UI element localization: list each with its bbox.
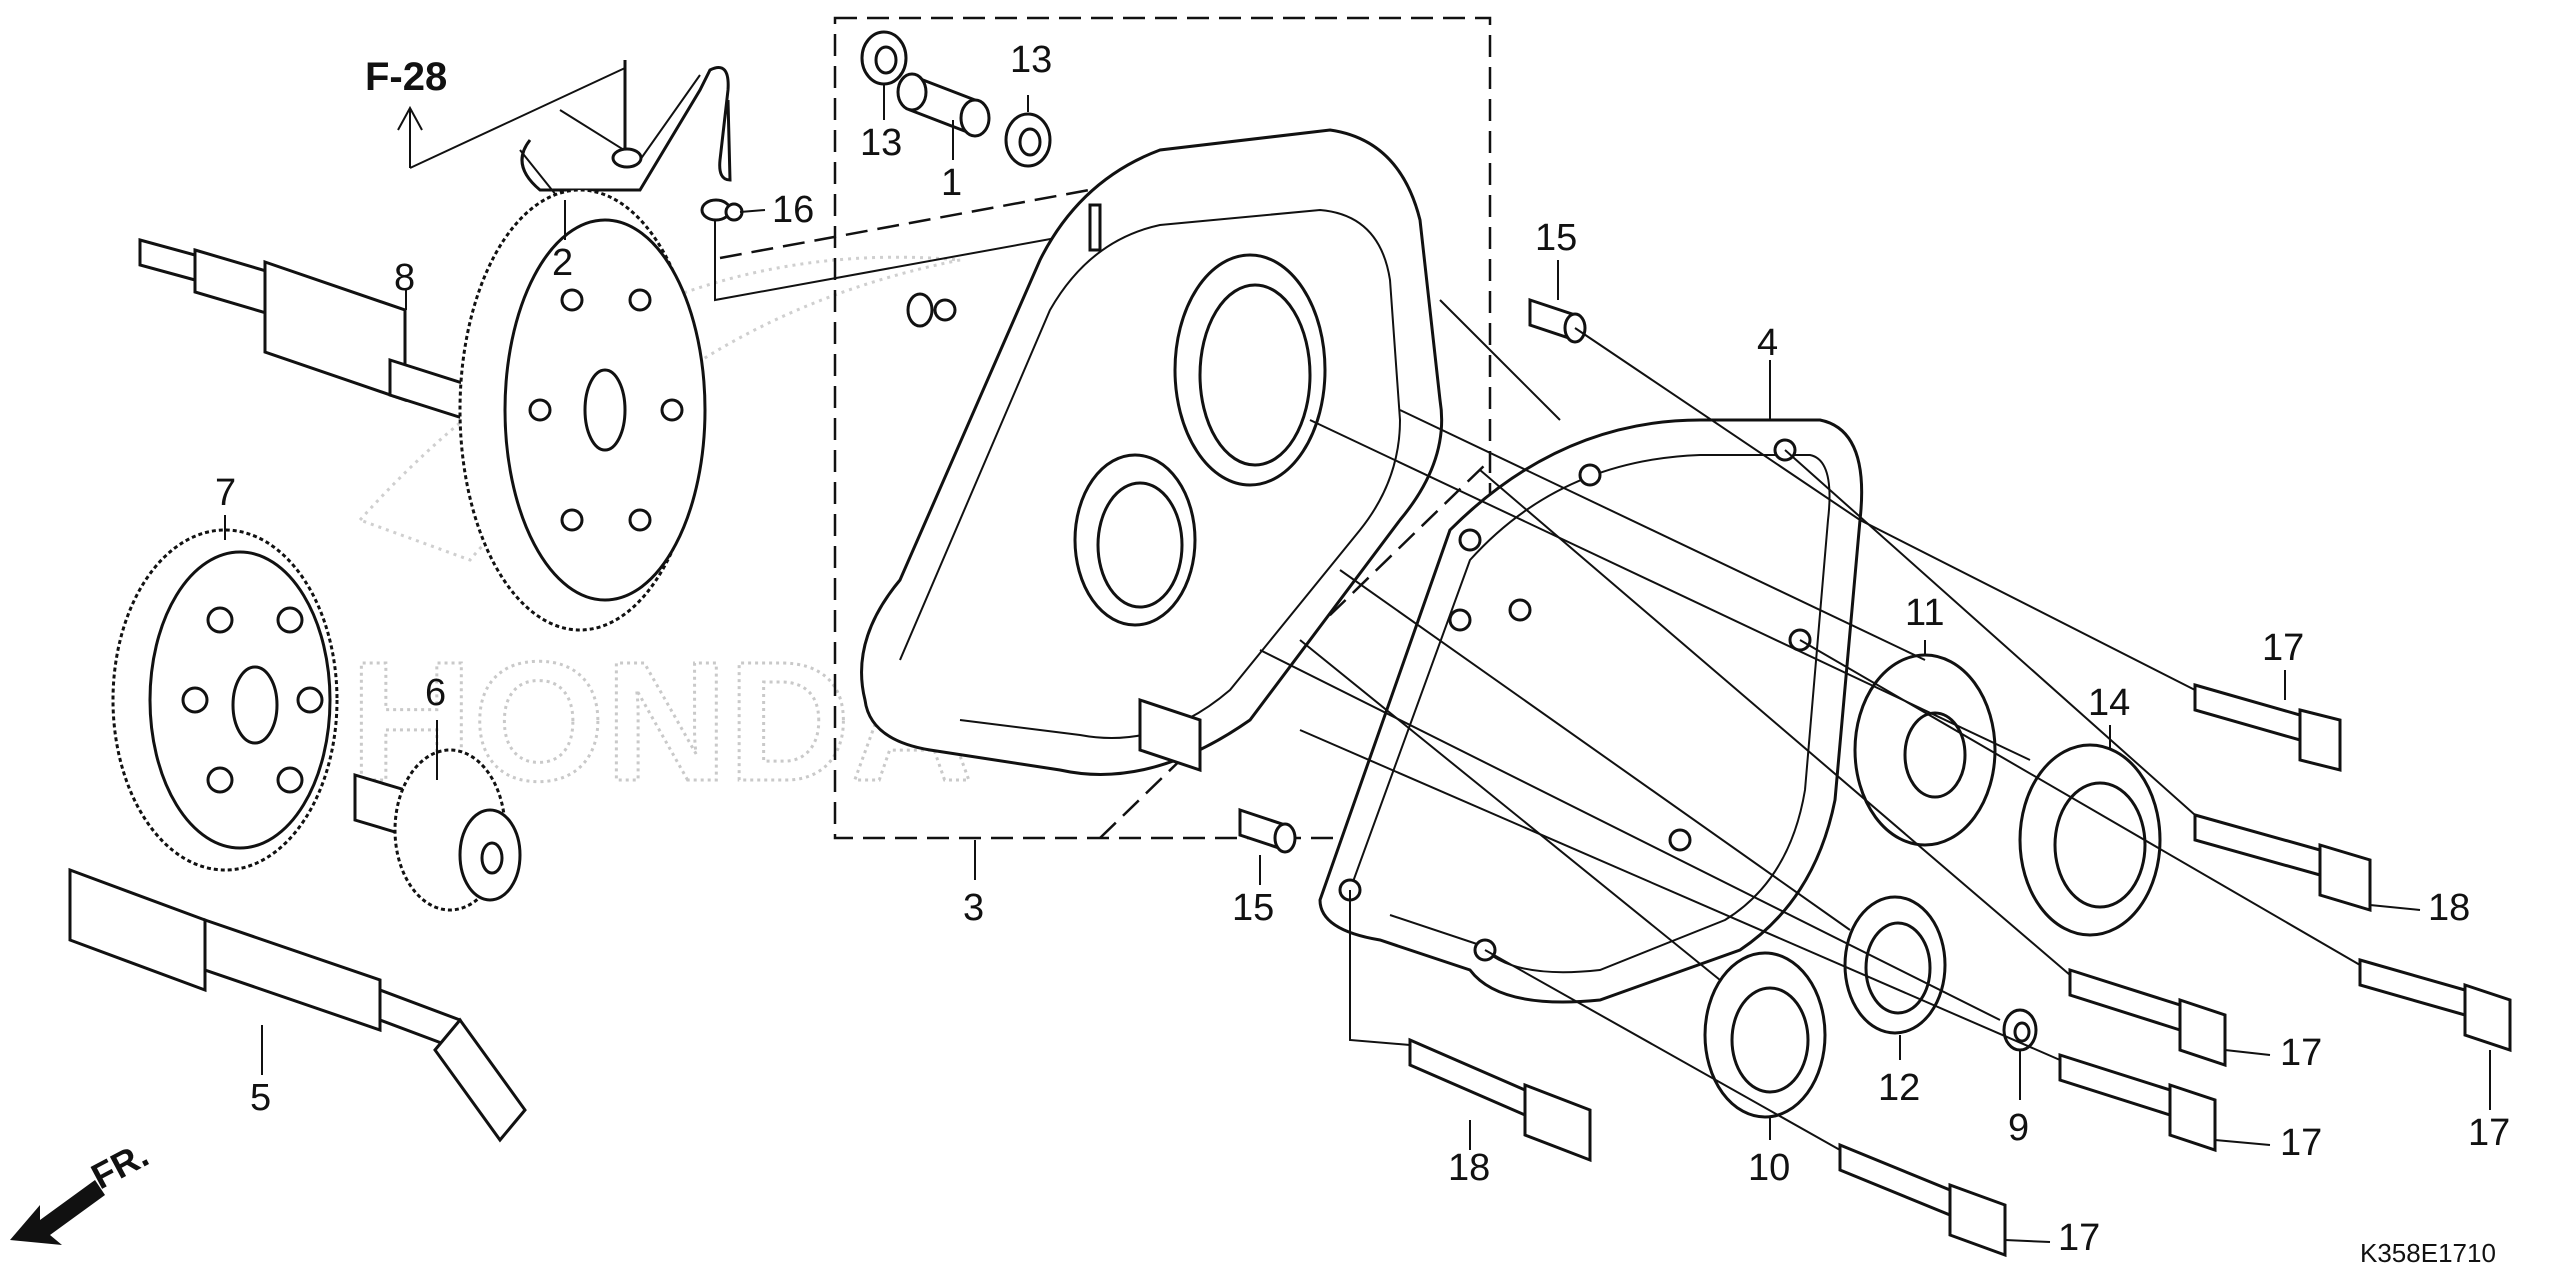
alignment-lines [1259, 299, 2361, 1151]
bolt-17-far-right [2358, 958, 2512, 1053]
front-direction-arrow: FR. [10, 1134, 155, 1245]
dowel-15-top [1528, 297, 1587, 344]
label-part-13-left: 13 [860, 122, 902, 164]
label-part-5: 5 [250, 1077, 271, 1119]
label-part-17-top: 17 [2262, 627, 2304, 669]
seal-13-right [1004, 112, 1052, 168]
label-part-1: 1 [941, 162, 962, 204]
label-part-12: 12 [1878, 1067, 1920, 1109]
label-part-3: 3 [963, 887, 984, 929]
bolt-18-bottom [1408, 1037, 1592, 1163]
bearing-12 [1843, 895, 1947, 1035]
diagram-code: K358E1710 [2360, 1238, 2496, 1268]
bearing-10 [1703, 951, 1827, 1119]
label-part-11: 11 [1905, 592, 1944, 634]
label-part-18-right: 18 [2428, 887, 2470, 929]
label-part-15-top: 15 [1535, 217, 1577, 259]
label-part-8: 8 [394, 257, 415, 299]
bolt-17-mid [2068, 967, 2227, 1068]
gear-6 [353, 748, 522, 912]
breather-lead [714, 220, 1101, 302]
label-part-4: 4 [1757, 322, 1778, 364]
label-part-2: 2 [552, 242, 573, 284]
breather-tube [519, 60, 732, 201]
oil-seal-14 [2018, 743, 2162, 937]
ref-f28: F-28 [365, 55, 447, 99]
drive-shaft-5 [68, 867, 527, 1143]
label-part-18-bottom: 18 [1448, 1147, 1490, 1189]
case-to-breather-dash [719, 186, 1101, 260]
label-part-15-bottom: 15 [1232, 887, 1274, 929]
gear-7 [111, 528, 339, 872]
bolt-17-top [2193, 683, 2342, 772]
label-part-13-right: 13 [1010, 39, 1052, 81]
label-part-16: 16 [772, 189, 814, 231]
seal-13-left [860, 30, 908, 86]
ref-arrow [397, 67, 626, 169]
label-part-10: 10 [1748, 1147, 1790, 1189]
bolt-18-right [2193, 813, 2372, 913]
bearing-11 [1853, 653, 1997, 847]
dowel-15-bottom [1238, 807, 1297, 854]
label-part-9: 9 [2008, 1107, 2029, 1149]
washer-9 [2002, 1008, 2038, 1052]
label-part-17-lower: 17 [2280, 1122, 2322, 1164]
label-part-14: 14 [2088, 682, 2130, 724]
label-part-17-mid: 17 [2280, 1032, 2322, 1074]
clip-16 [700, 198, 766, 222]
label-part-17-far-right: 17 [2468, 1112, 2510, 1154]
label-leaders [224, 84, 2491, 1243]
label-part-17-bottom: 17 [2058, 1217, 2100, 1259]
label-part-6: 6 [425, 672, 446, 714]
bolt-17-lower [2058, 1052, 2217, 1153]
bushing-1 [896, 72, 991, 138]
transmission-case-3 [860, 128, 1444, 776]
output-shaft-8 [138, 188, 707, 632]
bolt-17-bottom [1838, 1142, 2007, 1258]
label-part-7: 7 [215, 472, 236, 514]
